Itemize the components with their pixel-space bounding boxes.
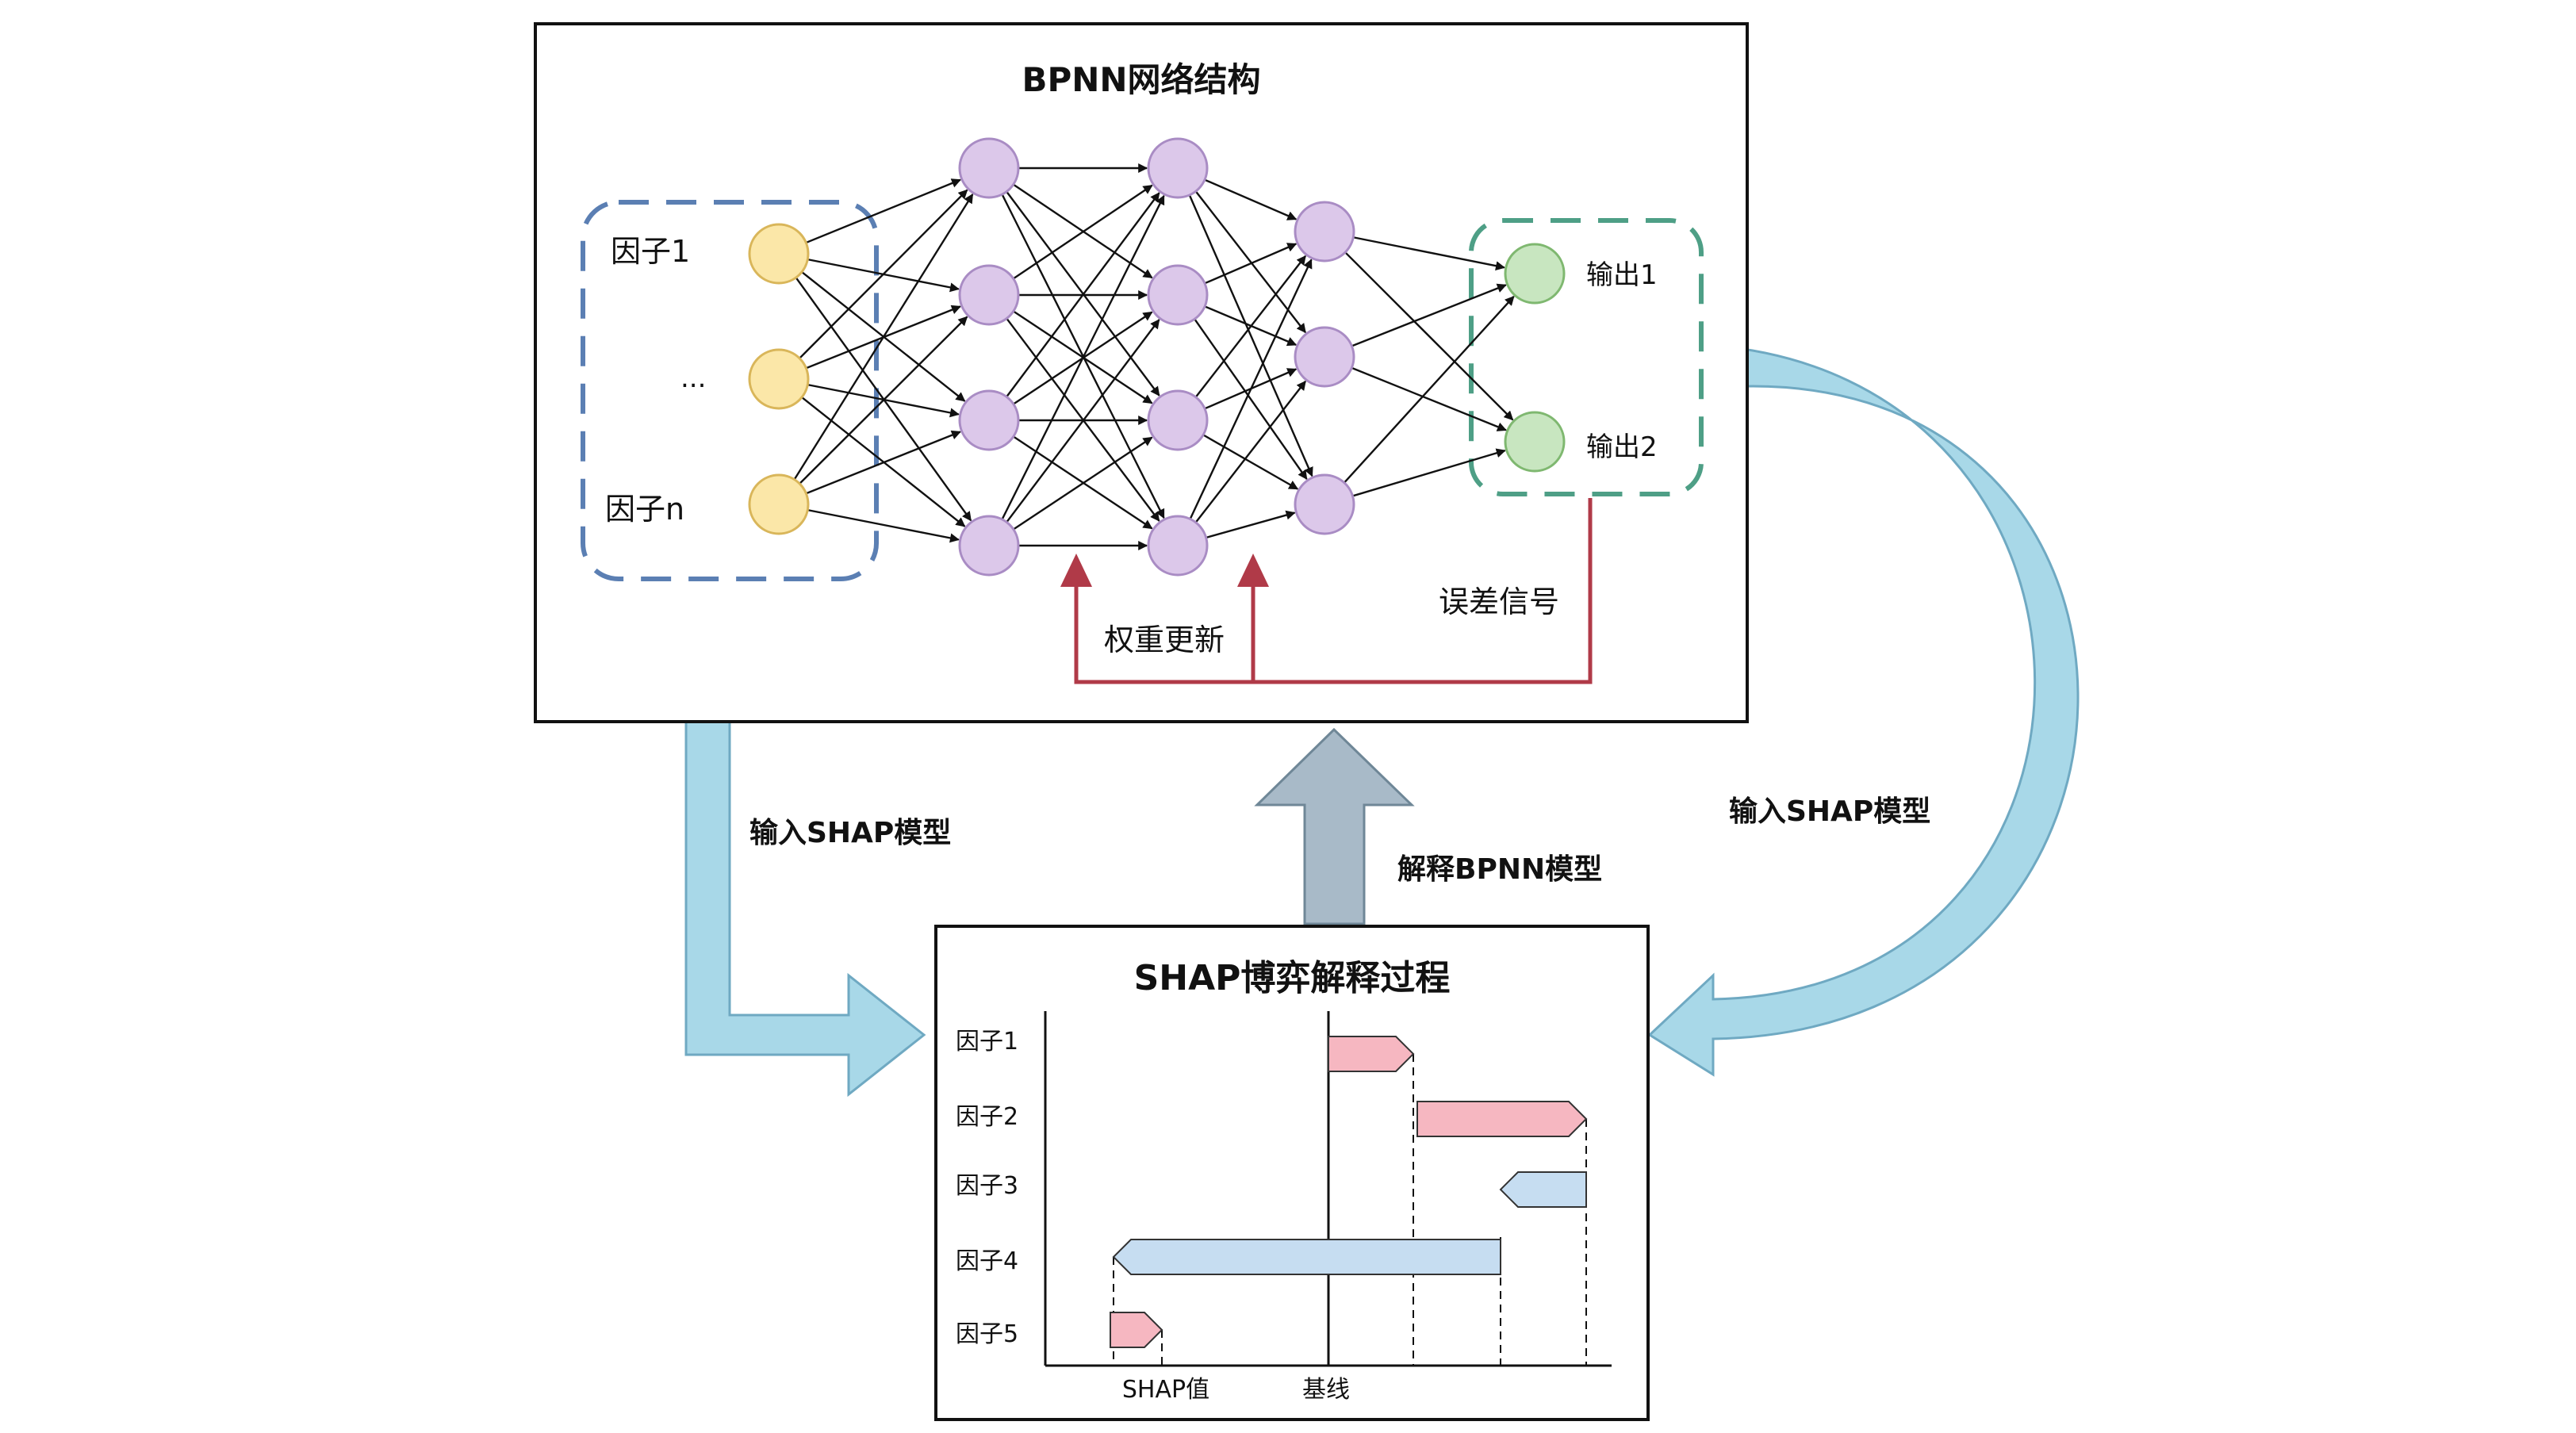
connection-arrow xyxy=(1351,283,1507,347)
connection-arrow xyxy=(807,508,960,543)
input-label-1: 因子1 xyxy=(611,234,690,269)
connection-arrow xyxy=(1353,236,1505,271)
right-arrow-label: 输入SHAP模型 xyxy=(1729,795,1930,828)
hidden1-node-4 xyxy=(958,515,1020,577)
output-label-1: 输出1 xyxy=(1586,259,1658,291)
connection-arrow xyxy=(1006,319,1160,523)
input-node-3 xyxy=(748,473,810,535)
connection-arrow xyxy=(1206,510,1296,539)
hidden2-node-2 xyxy=(1147,264,1209,326)
factor-label-3: 因子3 xyxy=(956,1172,1018,1200)
connection-arrow xyxy=(1013,436,1153,531)
connection-arrow xyxy=(1204,178,1298,220)
connection-arrow xyxy=(1194,255,1307,398)
factor-label-4: 因子4 xyxy=(956,1247,1018,1275)
right-curved-flow-arrow xyxy=(1647,343,2080,1077)
input-label-ellipsis: ... xyxy=(680,362,706,394)
hidden2-node-3 xyxy=(1147,389,1209,451)
weight-update-arrowhead-2 xyxy=(1237,554,1269,587)
network-connections xyxy=(793,163,1515,550)
connection-arrow xyxy=(1001,194,1165,520)
shap-title: SHAP博弈解释过程 xyxy=(1134,958,1451,998)
output-node-1 xyxy=(1504,243,1566,305)
input-node-1 xyxy=(748,223,810,285)
connection-arrow xyxy=(1189,259,1313,519)
hidden3-node-1 xyxy=(1294,201,1355,262)
connection-arrow xyxy=(805,178,961,244)
connection-arrow xyxy=(1204,243,1298,285)
hidden3-node-2 xyxy=(1294,326,1355,388)
factor-label-2: 因子2 xyxy=(956,1103,1018,1131)
connection-arrow xyxy=(799,189,968,359)
shap-bars xyxy=(1110,1036,1588,1348)
shap-bar-factor-2 xyxy=(1416,1101,1588,1137)
hidden2-node-1 xyxy=(1147,137,1209,199)
hidden1-node-3 xyxy=(958,389,1020,451)
connection-arrow xyxy=(1194,190,1307,334)
connection-arrow xyxy=(1194,318,1308,481)
network-nodes xyxy=(748,137,1566,577)
connection-arrow xyxy=(805,430,961,495)
output-label-2: 输出2 xyxy=(1586,431,1658,463)
connection-arrow xyxy=(1352,448,1506,497)
connection-arrow xyxy=(1188,194,1313,477)
weight-update-label: 权重更新 xyxy=(1104,623,1225,657)
hidden2-node-4 xyxy=(1147,515,1209,577)
output-node-2 xyxy=(1504,411,1566,473)
connection-arrow xyxy=(1006,192,1160,398)
up-arrow-label: 解释BPNN模型 xyxy=(1397,853,1602,886)
shap-bar-factor-3 xyxy=(1499,1171,1587,1208)
shap-bar-factor-4 xyxy=(1112,1239,1501,1275)
connection-arrow xyxy=(1013,184,1153,280)
shap-bar-factor-5 xyxy=(1110,1312,1163,1348)
hidden1-node-2 xyxy=(958,264,1020,326)
factor-label-5: 因子5 xyxy=(956,1320,1018,1348)
factor-label-1: 因子1 xyxy=(956,1028,1018,1056)
up-interpret-arrow xyxy=(1254,727,1415,925)
connection-arrow xyxy=(799,316,968,485)
connection-arrow xyxy=(1202,434,1299,490)
bpnn-title: BPNN网络结构 xyxy=(1022,60,1260,99)
connection-arrow xyxy=(1344,251,1514,421)
shap-value-axis-label: SHAP值 xyxy=(1122,1376,1209,1404)
connection-arrow xyxy=(793,193,974,481)
input-node-2 xyxy=(748,348,810,410)
weight-update-arrowhead-1 xyxy=(1060,554,1092,587)
error-signal-label: 误差信号 xyxy=(1439,584,1559,619)
connection-arrow xyxy=(1351,366,1507,431)
shap-waterfall-chart: 因子1 因子2 因子3 因子4 因子5 SHAP值 基线 xyxy=(956,1011,1612,1404)
shap-bar-factor-1 xyxy=(1328,1036,1415,1072)
connection-arrow xyxy=(1344,295,1515,484)
hidden3-node-3 xyxy=(1294,473,1355,535)
connection-arrow xyxy=(1194,380,1307,523)
baseline-axis-label: 基线 xyxy=(1302,1376,1350,1404)
error-feedback-path xyxy=(1074,498,1593,684)
input-label-n: 因子n xyxy=(605,492,684,527)
hidden1-node-1 xyxy=(958,137,1020,199)
left-arrow-label: 输入SHAP模型 xyxy=(749,817,951,849)
